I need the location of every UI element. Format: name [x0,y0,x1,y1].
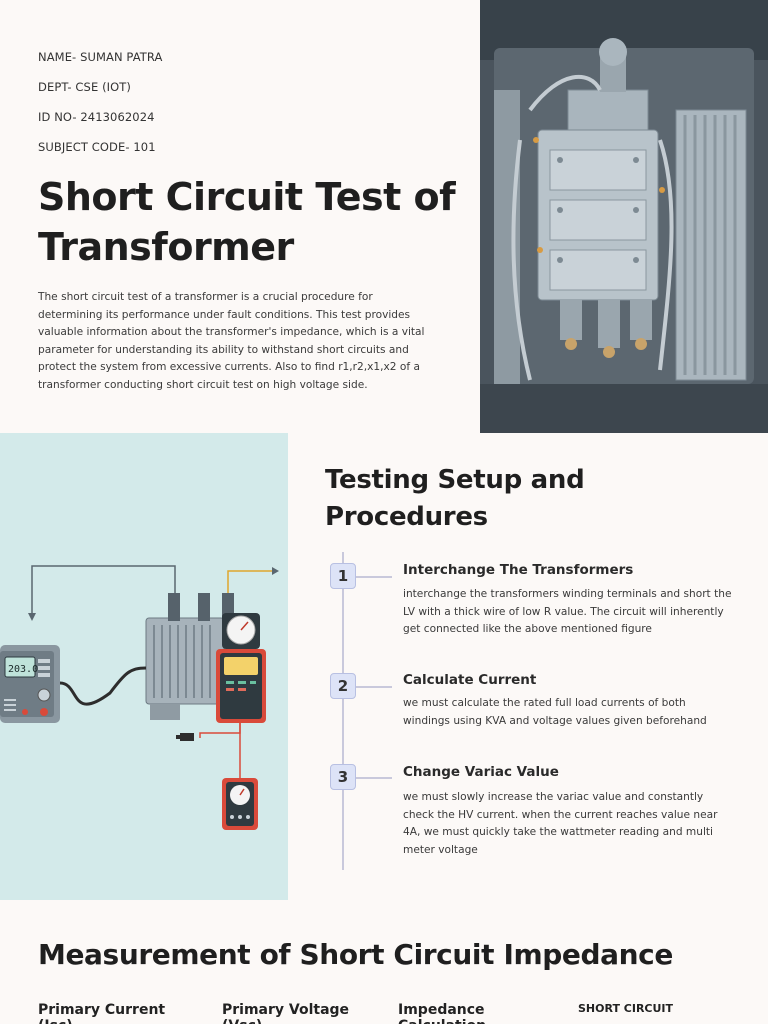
column-subheader: (Vsc) [222,1018,262,1024]
column-header: Primary Voltage [222,1002,350,1018]
setup-heading: Testing Setup and Procedures [325,465,585,532]
step-number-badge: 1 [330,563,356,589]
column-subheader: Calculation [398,1018,486,1024]
student-name: NAME- SUMAN PATRA [38,50,163,64]
subject-code: SUBJECT CODE- 101 [38,140,156,154]
timeline-connector [354,777,392,779]
timeline-connector [354,686,392,688]
step-description: interchange the transformers winding ter… [403,588,732,635]
step-description: we must slowly increase the variac value… [403,791,718,856]
intro-paragraph: The short circuit test of a transformer … [38,291,425,391]
short-circuit-tag: SHORT CIRCUIT [578,1002,674,1015]
measurement-heading: Measurement of Short Circuit Impedance [38,938,673,971]
step-title: Change Variac Value [403,764,559,780]
step-title: Interchange The Transformers [403,562,634,578]
step-title: Calculate Current [403,672,537,688]
timeline-connector [354,576,392,578]
transformer-photo [480,0,768,433]
variac-display-reading: 203.0 [8,664,38,675]
column-subheader: (Isc) [38,1018,73,1024]
step-number-badge: 3 [330,764,356,790]
step-description: we must calculate the rated full load cu… [403,697,707,727]
timeline-line [342,552,344,870]
column-header: Primary Current [38,1002,166,1018]
circuit-illustration: 203.0 [0,433,288,900]
step-number-badge: 2 [330,673,356,699]
student-dept: DEPT- CSE (IOT) [38,80,132,94]
student-id: ID NO- 2413062024 [38,110,155,124]
page-title: Short Circuit Test of Transformer [38,175,456,269]
column-header: Impedance [398,1002,485,1018]
